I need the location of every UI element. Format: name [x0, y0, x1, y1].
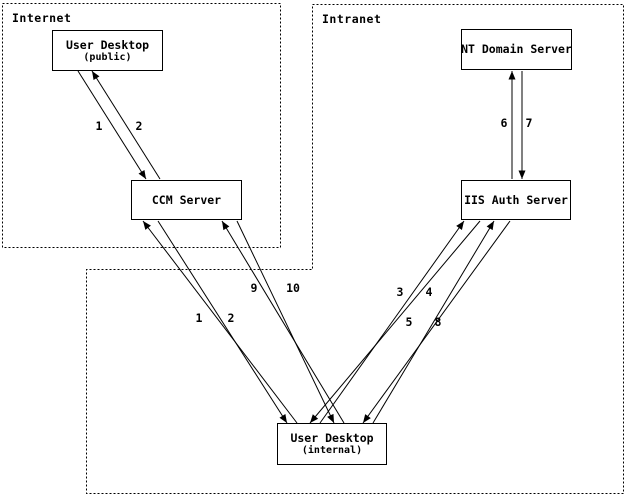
- node-nt-domain-server-title: NT Domain Server: [461, 42, 572, 56]
- arrow-ccm-to-public-desktop-step2: [91, 70, 161, 180]
- arrow-internal-desktop-to-iis-step3: [319, 220, 465, 424]
- arrow-public-desktop-to-ccm-step1: [77, 70, 147, 180]
- arrow-internal-desktop-to-ccm-step1: [142, 220, 298, 424]
- node-user-desktop-internal-title: User Desktop: [290, 431, 374, 445]
- flow-label-step2-internal: 2: [227, 311, 235, 325]
- arrow-internal-desktop-to-ccm-step9: [221, 220, 345, 424]
- flow-label-step7: 7: [525, 116, 533, 130]
- node-ccm-server-title: CCM Server: [151, 192, 222, 207]
- flow-label-step10: 10: [286, 281, 300, 295]
- node-user-desktop-public-subtitle: (public): [83, 51, 132, 63]
- node-user-desktop-internal: User Desktop (internal): [277, 423, 387, 465]
- arrow-ccm-to-internal-desktop-step10: [236, 220, 335, 424]
- node-user-desktop-public-title: User Desktop: [65, 37, 150, 52]
- intranet-zone-border: [86, 4, 624, 494]
- flow-label-step1-public: 1: [95, 119, 103, 133]
- arrow-iis-to-internal-desktop-step4: [309, 220, 481, 424]
- flow-label-step5: 5: [405, 315, 413, 329]
- arrow-iis-to-internal-desktop-step8: [362, 220, 511, 424]
- flow-label-step6: 6: [500, 116, 508, 130]
- flow-label-step8: 8: [434, 315, 442, 329]
- flow-label-step3: 3: [396, 285, 404, 299]
- node-iis-auth-server: IIS Auth Server: [461, 180, 571, 220]
- internet-zone-border: [2, 3, 281, 248]
- node-user-desktop-internal-subtitle: (internal): [301, 445, 363, 456]
- node-user-desktop-public: User Desktop (public): [52, 30, 163, 71]
- node-nt-domain-server: NT Domain Server: [461, 29, 572, 70]
- flow-label-step1-internal: 1: [195, 311, 203, 325]
- flow-label-step2-public: 2: [135, 119, 143, 133]
- arrow-ccm-to-internal-desktop-step2: [157, 220, 288, 424]
- arrow-internal-desktop-to-iis-step5: [372, 220, 495, 424]
- node-iis-auth-server-title: IIS Auth Server: [464, 192, 568, 207]
- flow-label-step4: 4: [425, 285, 433, 299]
- node-ccm-server: CCM Server: [131, 180, 242, 220]
- internet-zone-label: Internet: [12, 11, 72, 25]
- intranet-zone-label: Intranet: [322, 12, 382, 26]
- flow-label-step9: 9: [250, 281, 258, 295]
